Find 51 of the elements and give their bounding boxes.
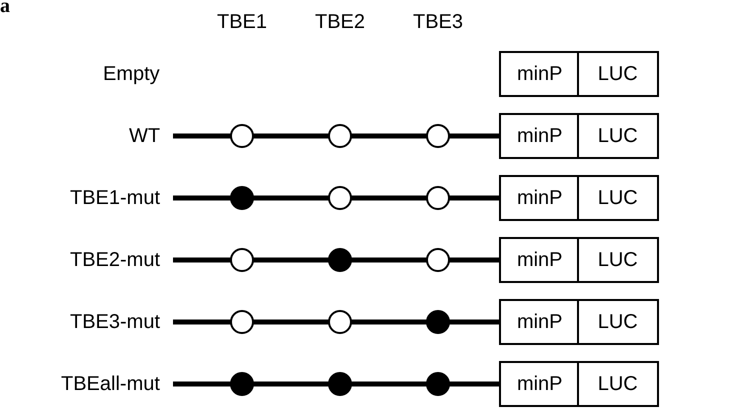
column-heading: TBE3 [413, 10, 464, 34]
construct-name: TBE1-mut [70, 186, 160, 210]
mutated-site-dot [230, 372, 254, 396]
dna-line [351, 134, 427, 138]
mutated-site-dot [328, 248, 352, 272]
binding-site-circle [230, 124, 254, 148]
binding-site-circle [230, 310, 254, 334]
dna-line [449, 382, 499, 386]
binding-site-circle [328, 124, 352, 148]
binding-site-circle [230, 248, 254, 272]
construct-name: Empty [103, 62, 160, 86]
binding-site-circle [426, 124, 450, 148]
mutated-site-dot [426, 310, 450, 334]
construct-name: TBEall-mut [61, 372, 160, 396]
construct-box: LUC [577, 113, 658, 159]
dna-line [173, 382, 231, 386]
construct-box: LUC [577, 361, 658, 407]
construct-box: LUC [577, 237, 658, 283]
dna-line [253, 196, 329, 200]
dna-line [173, 196, 231, 200]
dna-line [253, 134, 329, 138]
dna-line [449, 134, 499, 138]
dna-line [351, 320, 427, 324]
construct-name: WT [129, 124, 160, 148]
dna-line [253, 320, 329, 324]
dna-line [173, 258, 231, 262]
construct-name: TBE3-mut [70, 310, 160, 334]
construct-box: LUC [577, 51, 658, 97]
dna-line [351, 196, 427, 200]
dna-line [253, 382, 329, 386]
dna-line [173, 320, 231, 324]
dna-line [449, 196, 499, 200]
binding-site-circle [328, 186, 352, 210]
mutated-site-dot [426, 372, 450, 396]
construct-box: LUC [577, 299, 658, 345]
dna-line [253, 258, 329, 262]
construct-box: LUC [577, 175, 658, 221]
binding-site-circle [426, 248, 450, 272]
dna-line [351, 258, 427, 262]
panel-letter: a [0, 0, 10, 18]
binding-site-circle [328, 310, 352, 334]
construct-name: TBE2-mut [70, 248, 160, 272]
dna-line [449, 258, 499, 262]
binding-site-circle [426, 186, 450, 210]
dna-line [173, 134, 231, 138]
dna-line [449, 320, 499, 324]
dna-line [351, 382, 427, 386]
column-heading: TBE1 [217, 10, 268, 34]
column-heading: TBE2 [315, 10, 366, 34]
mutated-site-dot [328, 372, 352, 396]
mutated-site-dot [230, 186, 254, 210]
